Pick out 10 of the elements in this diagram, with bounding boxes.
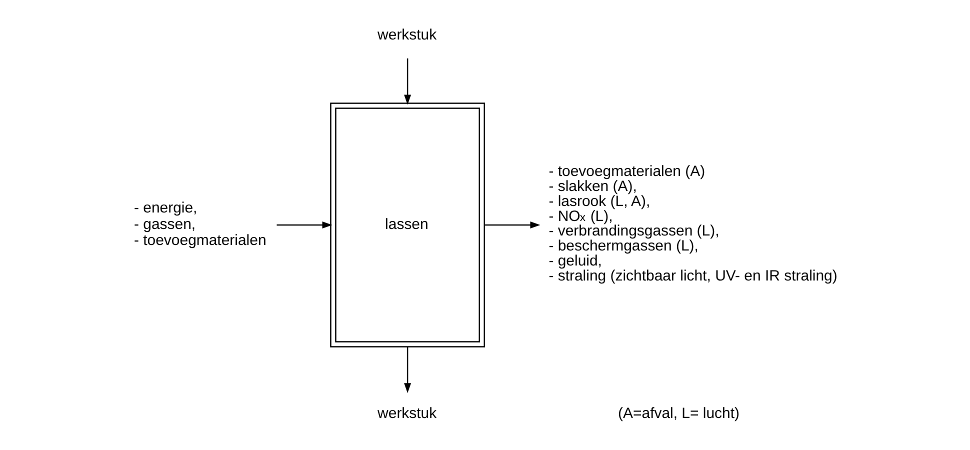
node-text: - energie, - gassen, - toevoegmaterialen (134, 200, 266, 250)
arrow (484, 222, 540, 228)
label: (A=afval, L= lucht) (618, 405, 740, 422)
node-text: werkstuk (378, 405, 437, 422)
node-box: lassen (330, 102, 485, 348)
arrow (276, 222, 332, 228)
arrow (404, 58, 412, 105)
arrow (404, 347, 412, 394)
node-text: werkstuk (378, 26, 437, 44)
node-text: - toevoegmaterialen (A) - slakken (A), - lasrook (L, A), - NOx (L), - verbrandingsgassen (L), - beschermgassen (L), - geluid, - straling (zichtbaar licht, UV- en IR straling) (548, 162, 838, 285)
